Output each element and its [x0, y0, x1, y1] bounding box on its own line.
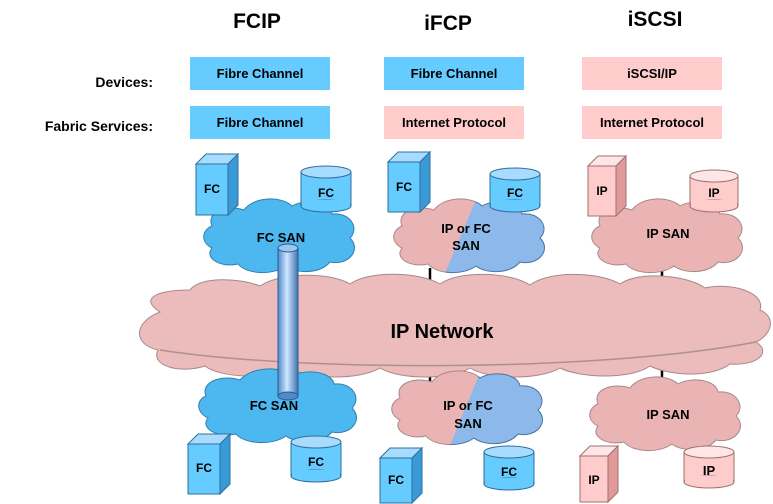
iscsi-bottom-disk-label: IP — [703, 463, 716, 478]
ifcp-bottom-disk-label: FC — [501, 465, 517, 479]
ifcp-top-disk-icon — [489, 167, 541, 213]
ifcp-bottom-san-label-1: IP or FC — [443, 398, 493, 413]
ifcp-top-disk-label: FC — [507, 186, 523, 200]
iscsi-top-server-icon — [586, 154, 628, 218]
fcip-tunnel — [277, 243, 299, 401]
ifcp-bottom-san-cloud — [391, 370, 543, 445]
ifcp-bottom-san-label-2: SAN — [454, 416, 481, 431]
ifcp-bottom-server-label: FC — [388, 473, 404, 487]
fcip-top-san-label: FC SAN — [257, 230, 305, 245]
iscsi-top-server-label: IP — [596, 184, 607, 198]
iscsi-devices-box: iSCSI/IP — [582, 57, 722, 90]
fcip-title: FCIP — [233, 10, 281, 33]
ifcp-devices-box: Fibre Channel — [384, 57, 524, 90]
devices-label: Devices: — [95, 74, 153, 90]
iscsi-top-san-label: IP SAN — [646, 226, 689, 241]
ifcp-title: iFCP — [424, 12, 472, 35]
fcip-fabric-box: Fibre Channel — [190, 106, 330, 139]
fcip-bottom-disk-label: FC — [308, 455, 324, 469]
fcip-bottom-server-icon — [186, 432, 232, 496]
ip-network-label: IP Network — [391, 321, 495, 343]
ifcp-top-server-label: FC — [396, 180, 412, 194]
iscsi-bottom-san-cloud — [589, 376, 741, 451]
fcip-bottom-san-label: FC SAN — [250, 398, 298, 413]
ifcp-bottom-disk-icon — [483, 445, 535, 491]
fcip-bottom-san-cloud — [198, 368, 357, 443]
fcip-bottom-server-label: FC — [196, 461, 212, 475]
iscsi-top-disk-label: IP — [708, 186, 719, 200]
fcip-top-disk-label: FC — [318, 186, 334, 200]
iscsi-fabric-box: Internet Protocol — [582, 106, 722, 139]
ifcp-top-server-icon — [386, 150, 432, 214]
ifcp-top-san-label-2: SAN — [452, 238, 479, 253]
ifcp-top-san-label-1: IP or FC — [441, 221, 491, 236]
iscsi-bottom-server-label: IP — [588, 473, 599, 487]
ifcp-bottom-server-icon — [378, 446, 424, 504]
ifcp-top-san-cloud — [393, 198, 545, 273]
ifcp-fabric-box: Internet Protocol — [384, 106, 524, 139]
fcip-devices-box: Fibre Channel — [190, 57, 330, 90]
fcip-top-disk-icon — [300, 165, 352, 213]
fcip-top-server-label: FC — [204, 182, 220, 196]
iscsi-title: iSCSI — [627, 8, 683, 31]
iscsi-top-disk-icon — [689, 169, 739, 213]
iscsi-top-san-cloud — [591, 198, 743, 273]
iscsi-bottom-disk-icon — [683, 445, 735, 489]
iscsi-bottom-server-icon — [578, 444, 620, 504]
fabric-services-label: Fabric Services: — [44, 118, 153, 134]
fcip-top-san-cloud — [203, 198, 355, 273]
iscsi-bottom-san-label: IP SAN — [646, 407, 689, 422]
fcip-bottom-disk-icon — [290, 435, 342, 483]
fcip-top-server-icon — [194, 152, 240, 217]
